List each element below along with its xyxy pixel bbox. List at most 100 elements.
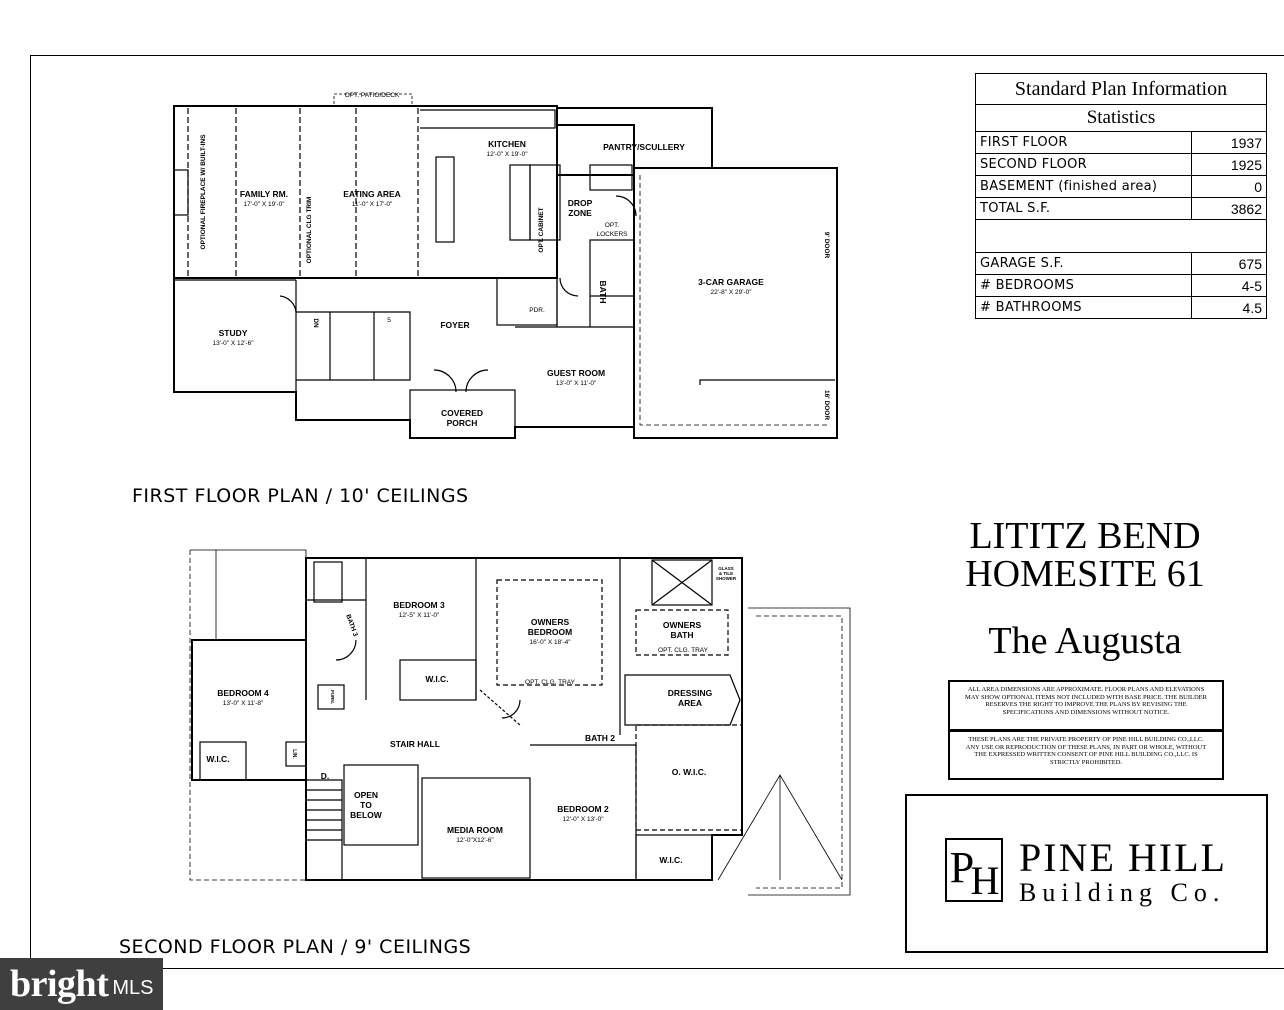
stats-value: 4.5 bbox=[1191, 296, 1267, 319]
family-rm-name: FAMILY RM. bbox=[240, 189, 288, 199]
stats-value: 1937 bbox=[1191, 131, 1267, 154]
mls-watermark: bright MLS bbox=[0, 958, 163, 1010]
stats-label: FIRST FLOOR bbox=[975, 131, 1192, 154]
dressing-area-line2: AREA bbox=[678, 698, 702, 708]
opt-clg-trim-label: OPTIONAL CLG TRIM bbox=[306, 197, 313, 264]
stats-subheading: Statistics bbox=[975, 104, 1267, 132]
stair-hall-label: STAIR HALL bbox=[390, 739, 440, 749]
second-floor-walls bbox=[189, 549, 851, 896]
covered-porch-line1: COVERED bbox=[441, 408, 483, 418]
stats-label: BASEMENT (finished area) bbox=[975, 175, 1192, 198]
media-room-name: MEDIA ROOM bbox=[447, 825, 503, 835]
drop-zone-line1: DROP bbox=[568, 198, 593, 208]
garage-door-1: 9' DOOR bbox=[823, 232, 830, 259]
opt-clg-tray-bath-label: OPT. CLG. TRAY bbox=[658, 647, 709, 654]
stats-table: Standard Plan Information Statistics FIR… bbox=[975, 73, 1267, 319]
bedroom2-dim: 12'-0" X 13'-0" bbox=[562, 816, 604, 823]
study-dim: 13'-0" X 12'-6" bbox=[212, 340, 254, 347]
stats-label: SECOND FLOOR bbox=[975, 153, 1192, 176]
stats-label: GARAGE S.F. bbox=[975, 252, 1192, 275]
bath2-label: BATH 2 bbox=[585, 733, 615, 743]
model-name: The Augusta bbox=[988, 620, 1182, 662]
stats-value: 675 bbox=[1191, 252, 1267, 275]
stair-d-label: D. bbox=[321, 771, 330, 781]
stats-value: 0 bbox=[1191, 175, 1267, 198]
bedroom4-name: BEDROOM 4 bbox=[217, 688, 269, 698]
bedroom4-dim: 13'-0" X 11'-8" bbox=[223, 700, 264, 707]
media-room-dim: 12'-0"X12'-6" bbox=[456, 837, 494, 844]
guest-room-name: GUEST ROOM bbox=[547, 368, 605, 378]
bath3-label: BATH 3 bbox=[344, 613, 359, 637]
eating-area-dim: 11'-0" X 17'-0" bbox=[352, 201, 393, 208]
bedroom3-name: BEDROOM 3 bbox=[393, 600, 445, 610]
pantry-label: PANTRY/SCULLERY bbox=[603, 142, 685, 152]
stats-value: 4-5 bbox=[1191, 274, 1267, 297]
disclaimer-property: THESE PLANS ARE THE PRIVATE PROPERTY OF … bbox=[948, 731, 1224, 780]
bedroom2-name: BEDROOM 2 bbox=[557, 804, 609, 814]
bedroom3-dim: 12'-5" X 11'-0" bbox=[399, 612, 440, 619]
brand-name: PINE HILL bbox=[1019, 835, 1227, 880]
owners-bath-line1: OWNERS bbox=[663, 620, 702, 630]
open-below-line2: TO bbox=[360, 800, 372, 810]
monogram-h: H bbox=[971, 858, 1000, 902]
owic-label: O. W.I.C. bbox=[672, 767, 706, 777]
garage-name: 3-CAR GARAGE bbox=[698, 277, 764, 287]
covered-porch-line2: PORCH bbox=[447, 418, 478, 428]
shower-note-line2: & TILE bbox=[719, 571, 733, 576]
eating-area-name: EATING AREA bbox=[343, 189, 401, 199]
stats-label: TOTAL S.F. bbox=[975, 197, 1192, 220]
guest-room-dim: 13'-0" X 11'-0" bbox=[556, 380, 597, 387]
dressing-area-line1: DRESSING bbox=[668, 688, 713, 698]
mls-suffix-text: MLS bbox=[112, 976, 154, 999]
garage-door-2: 16' DOOR bbox=[823, 390, 830, 420]
project-line1: LITITZ BEND bbox=[969, 515, 1201, 557]
opt-fireplace-label: OPTIONAL FIREPLACE W/ BUILT-INS bbox=[200, 134, 207, 250]
stair-dn-label: DN bbox=[312, 318, 319, 328]
opt-clg-tray-label: OPT. CLG. TRAY bbox=[525, 679, 576, 686]
shower-note-line3: SHOWER bbox=[716, 576, 737, 581]
first-floor-caption: FIRST FLOOR PLAN / 10' CEILINGS bbox=[132, 485, 469, 507]
mls-brand-text: bright bbox=[10, 963, 109, 1005]
project-line2: HOMESITE 61 bbox=[965, 553, 1205, 595]
builder-logo: P H PINE HILL Building Co. bbox=[905, 794, 1268, 953]
disclaimer-dimensions: ALL AREA DIMENSIONS ARE APPROXIMATE. FLO… bbox=[948, 680, 1224, 731]
floor-plans: OPT. PATIO/DECK OPTIONAL FIREPLACE W/ BU… bbox=[173, 92, 851, 896]
stair-5-label: 5 bbox=[387, 317, 391, 324]
owners-bedroom-line1: OWNERS bbox=[531, 617, 570, 627]
opt-patio-label: OPT. PATIO/DECK bbox=[345, 92, 400, 99]
open-below-line3: BELOW bbox=[350, 810, 383, 820]
wic2-label: W.I.C. bbox=[659, 855, 682, 865]
owners-bath-line2: BATH bbox=[671, 630, 694, 640]
stats-spacer-row bbox=[975, 219, 1267, 253]
second-floor-caption: SECOND FLOOR PLAN / 9' CEILINGS bbox=[119, 936, 472, 958]
owners-bedroom-line2: BEDROOM bbox=[528, 627, 572, 637]
stats-label: # BATHROOMS bbox=[975, 296, 1192, 319]
foyer-label: FOYER bbox=[440, 320, 469, 330]
wic3-label: W.I.C. bbox=[425, 674, 448, 684]
stats-value: 1925 bbox=[1191, 153, 1267, 176]
lin-label: LIN. bbox=[291, 749, 297, 759]
stats-heading: Standard Plan Information bbox=[975, 73, 1267, 105]
kitchen-dim: 12'-0" X 19'-0" bbox=[486, 151, 528, 158]
bath-label: BATH bbox=[598, 281, 608, 304]
opt-lockers-line1: OPT. bbox=[605, 222, 620, 229]
family-rm-dim: 17'-0" X 19'-0" bbox=[243, 201, 285, 208]
opt-lockers-line2: LOCKERS bbox=[596, 231, 628, 238]
monogram-p: P bbox=[950, 843, 974, 892]
stats-row: GARAGE S.F.675 bbox=[975, 252, 1267, 275]
study-name: STUDY bbox=[219, 328, 248, 338]
drawing-sheet-border bbox=[30, 55, 1284, 969]
first-floor-walls bbox=[173, 93, 838, 439]
brand-subtitle: Building Co. bbox=[1019, 878, 1226, 907]
stats-row: TOTAL S.F.3862 bbox=[975, 197, 1267, 220]
garage-dim: 22'-8" X 29'-0" bbox=[710, 289, 752, 296]
stats-row: BASEMENT (finished area)0 bbox=[975, 175, 1267, 198]
pdr-label: PDR. bbox=[529, 307, 545, 314]
kitchen-name: KITCHEN bbox=[488, 139, 526, 149]
project-title: LITITZ BEND HOMESITE 61 bbox=[935, 517, 1235, 593]
wic4-label: W.I.C. bbox=[206, 754, 229, 764]
